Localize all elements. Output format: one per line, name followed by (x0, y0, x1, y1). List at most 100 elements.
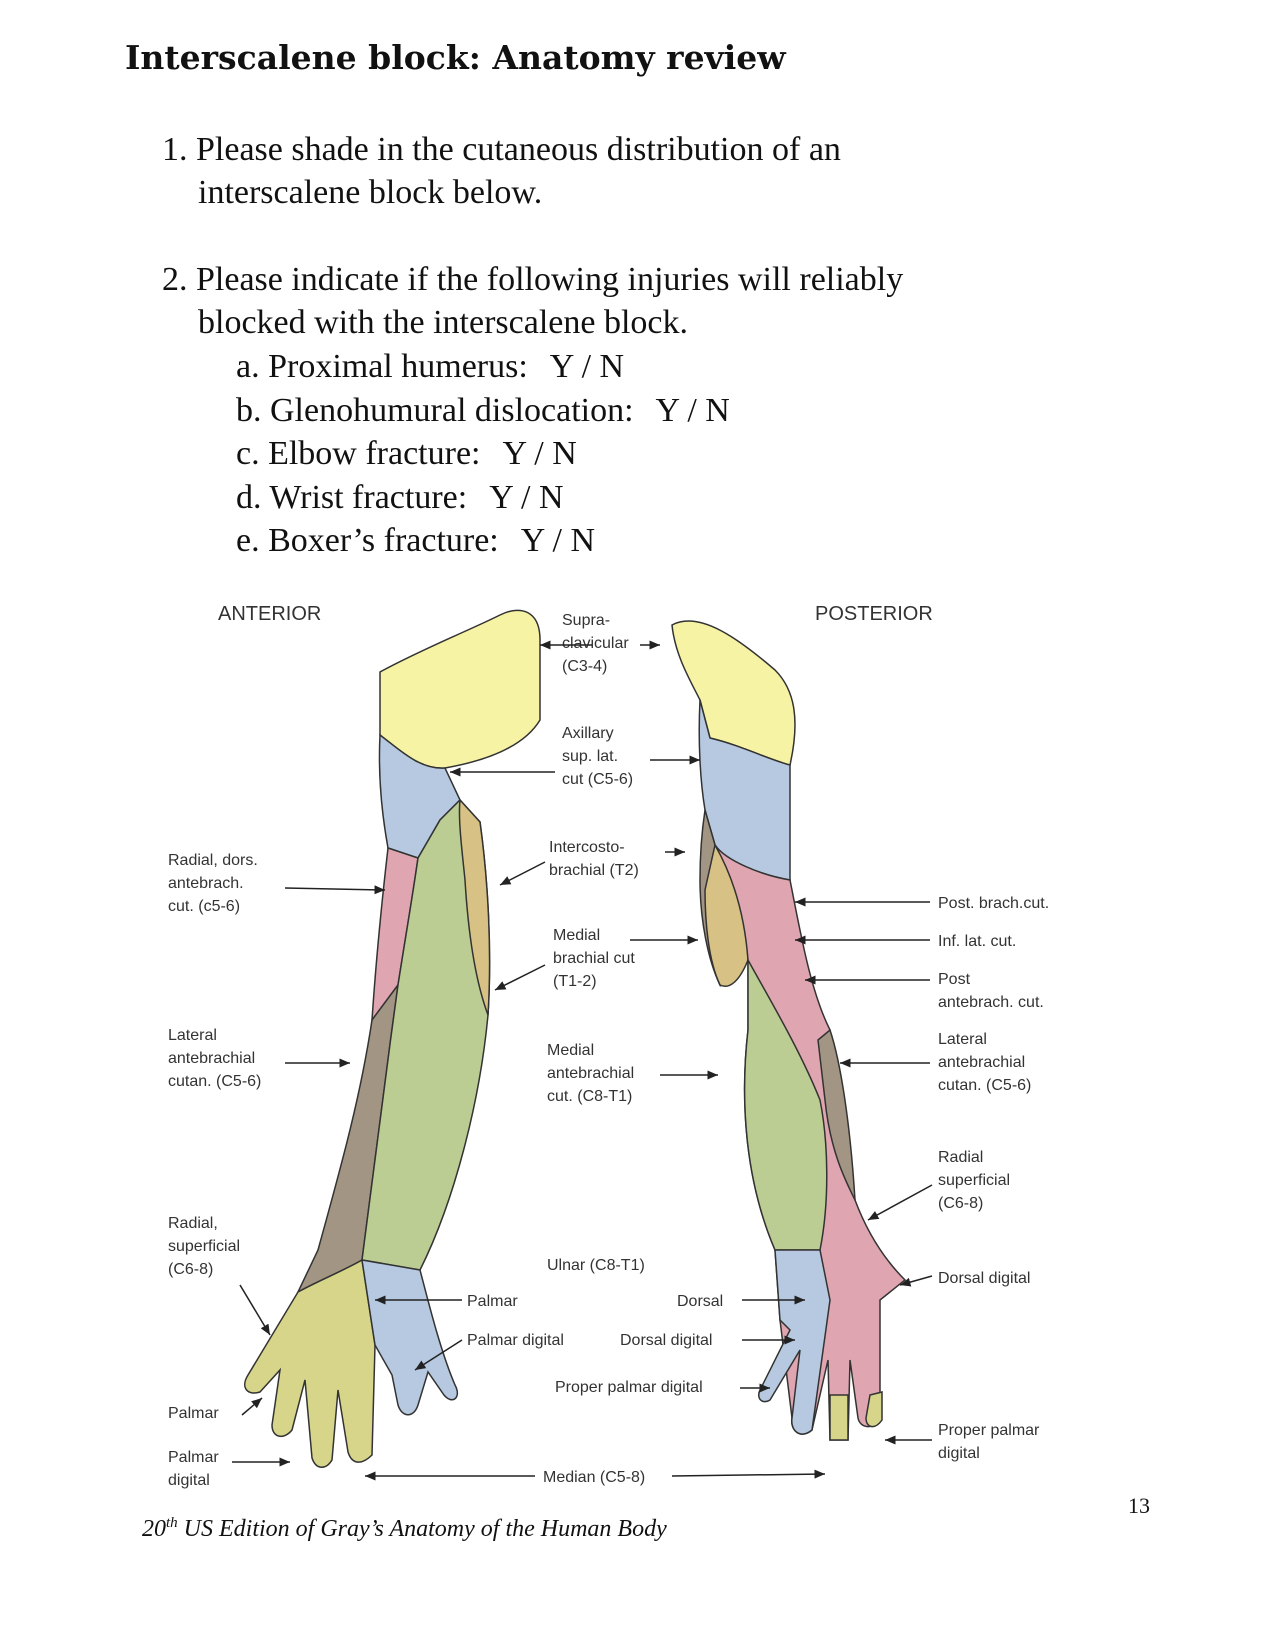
palmar-digital-label-line: Palmar (168, 1449, 219, 1466)
question-1: 1. Please shade in the cutaneous distrib… (162, 128, 841, 214)
palmar-digital-center-label: Palmar digital (467, 1332, 564, 1349)
caption-superscript: th (166, 1515, 178, 1531)
anterior-label: ANTERIOR (218, 603, 321, 625)
posterior-arm (671, 620, 907, 1441)
ulnar-label: Ulnar (C8-T1) (547, 1257, 645, 1274)
anterior-arm (244, 609, 541, 1468)
dorsal-digital-center-label: Dorsal digital (620, 1332, 712, 1349)
dorsal-center-label: Dorsal (677, 1293, 723, 1310)
medial-antebrachial-label-line: antebrachial (547, 1065, 634, 1082)
option-b: b. Glenohumural dislocation: Y / N (236, 389, 730, 433)
supraclavicular-label-line: (C3-4) (562, 658, 607, 675)
post-antebrach-label-line: antebrach. cut. (938, 994, 1044, 1011)
anterior-median-hand-region (244, 1258, 376, 1468)
option-e: e. Boxer’s fracture: Y / N (236, 519, 730, 563)
intercostobrachial-label-line: Intercosto- (549, 839, 625, 856)
lateral-antebrachial-label-line: antebrachial (168, 1050, 255, 1067)
posterior-supraclavicular-region (671, 620, 796, 766)
question-2-line-1: 2. Please indicate if the following inju… (162, 261, 904, 298)
posterior-lateral-antebrachial-region (817, 1028, 856, 1201)
caption-number: 20 (142, 1516, 166, 1542)
supraclavicular-label-line: clavicular (562, 635, 629, 652)
medial-brachial-label-line: (T1-2) (553, 973, 597, 990)
options-list: a. Proximal humerus: Y / N b. Glenohumura… (236, 345, 730, 563)
axillary-label-line: sup. lat. (562, 748, 618, 765)
option-label: c. Elbow fracture: (236, 435, 481, 472)
proper-palmar-digital-center-label: Proper palmar digital (555, 1379, 703, 1396)
radial-dors-label-line: Radial, dors. (168, 852, 258, 869)
post-brach-label: Post. brach.cut. (938, 895, 1049, 912)
option-label: a. Proximal humerus: (236, 348, 528, 385)
intercostobrachial-label-line: brachial (T2) (549, 862, 639, 879)
option-a: a. Proximal humerus: Y / N (236, 345, 730, 389)
axillary-label-line: cut (C5-6) (562, 771, 633, 788)
radial-superficial-right-label-line: Radial (938, 1149, 983, 1166)
post-antebrach-label-line: Post (938, 971, 971, 988)
anterior-supraclavicular-region (379, 609, 541, 769)
supraclavicular-label-line: Supra- (562, 612, 610, 629)
median-label: Median (C5-8) (543, 1469, 645, 1486)
axillary-label-line: Axillary (562, 725, 614, 742)
radial-superficial-label-line: (C6-8) (168, 1261, 213, 1278)
center-labels: Supra- clavicular (C3-4) Axillary sup. l… (467, 612, 723, 1486)
yes-no-choice[interactable]: Y / N (489, 478, 564, 516)
lateral-antebrachial-right-label-line: cutan. (C5-6) (938, 1077, 1031, 1094)
arrow-line (671, 1469, 826, 1479)
left-labels: Radial, dors. antebrach. cut. (c5-6) Lat… (168, 852, 261, 1489)
posterior-median-digit-region (829, 1394, 849, 1441)
yes-no-choice[interactable]: Y / N (655, 391, 730, 429)
anterior-ulnar-hand-region (361, 1259, 459, 1416)
question-1-line-2: interscalene block below. (198, 174, 543, 211)
posterior-ulnar-region (758, 1249, 831, 1435)
inf-lat-label: Inf. lat. cut. (938, 933, 1016, 950)
yes-no-choice[interactable]: Y / N (502, 435, 577, 472)
radial-superficial-right-label-line: superficial (938, 1172, 1010, 1189)
question-1-line-1: 1. Please shade in the cutaneous distrib… (162, 131, 841, 168)
proper-palmar-digital-right-label-line: Proper palmar (938, 1422, 1040, 1439)
radial-dors-label-line: antebrach. (168, 875, 244, 892)
option-label: e. Boxer’s fracture: (236, 522, 499, 559)
leader-lines (232, 640, 933, 1481)
posterior-median-digit-region (865, 1391, 883, 1428)
radial-superficial-label-line: superficial (168, 1238, 240, 1255)
option-c: c. Elbow fracture: Y / N (236, 432, 730, 476)
radial-dors-label-line: cut. (c5-6) (168, 898, 240, 915)
arrow-line (867, 1184, 933, 1221)
right-labels: Post. brach.cut. Inf. lat. cut. Post ant… (938, 895, 1049, 1462)
proper-palmar-digital-right-label-line: digital (938, 1445, 980, 1462)
option-label: d. Wrist fracture: (236, 478, 468, 516)
arrow-line (899, 1275, 933, 1287)
medial-brachial-label-line: brachial cut (553, 950, 635, 967)
lateral-antebrachial-right-label-line: antebrachial (938, 1054, 1025, 1071)
lateral-antebrachial-right-label-line: Lateral (938, 1031, 987, 1048)
option-d: d. Wrist fracture: Y / N (236, 476, 730, 520)
question-2-line-2: blocked with the interscalene block. (198, 304, 688, 341)
medial-brachial-label-line: Medial (553, 927, 600, 944)
palmar-center-label: Palmar (467, 1293, 518, 1310)
arrow-line (241, 1397, 263, 1416)
yes-no-choice[interactable]: Y / N (520, 522, 596, 559)
yes-no-choice[interactable]: Y / N (549, 348, 625, 385)
option-label: b. Glenohumural dislocation: (236, 391, 634, 429)
arrow-line (284, 885, 386, 895)
figure-caption: 20th US Edition of Gray’s Anatomy of the… (142, 1515, 667, 1543)
arrow-line (499, 861, 546, 886)
posterior-medial-antebrachial-region (743, 959, 828, 1251)
palmar-label: Palmar (168, 1405, 219, 1422)
arrow-line (239, 1284, 271, 1336)
caption-text: US Edition of Gray’s Anatomy of the Huma… (177, 1516, 667, 1542)
radial-superficial-label-line: Radial, (168, 1215, 218, 1232)
arrow-line (414, 1339, 463, 1371)
page-title: Interscalene block: Anatomy review (125, 38, 786, 77)
medial-antebrachial-label-line: cut. (C8-T1) (547, 1088, 632, 1105)
lateral-antebrachial-label-line: Lateral (168, 1027, 217, 1044)
medial-antebrachial-label-line: Medial (547, 1042, 594, 1059)
arrow-line (494, 964, 546, 991)
posterior-label: POSTERIOR (815, 603, 933, 625)
anterior-intercostobrachial-region (458, 798, 491, 1016)
palmar-digital-label-line: digital (168, 1472, 210, 1489)
lateral-antebrachial-label-line: cutan. (C5-6) (168, 1073, 261, 1090)
dorsal-digital-right-label: Dorsal digital (938, 1270, 1030, 1287)
radial-superficial-right-label-line: (C6-8) (938, 1195, 983, 1212)
